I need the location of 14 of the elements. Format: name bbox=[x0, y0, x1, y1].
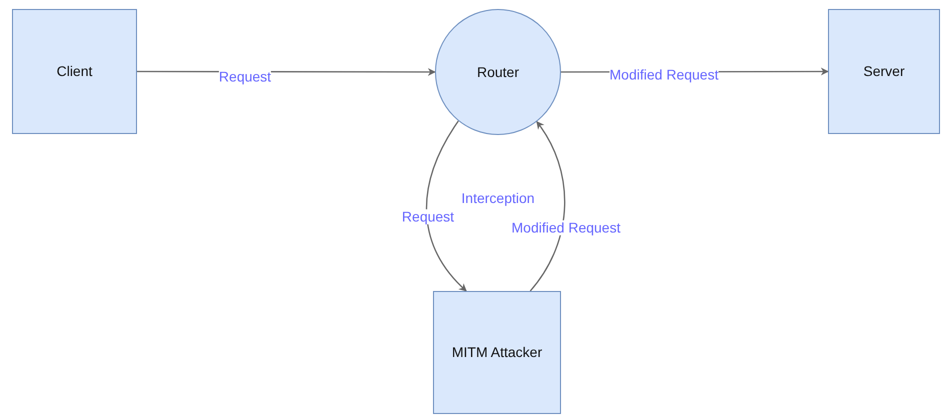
process-box bbox=[12, 9, 137, 134]
node-label: Router bbox=[476, 62, 520, 82]
node-label: Server bbox=[863, 62, 905, 81]
edge-label: Request bbox=[218, 69, 272, 85]
process-box bbox=[433, 291, 561, 414]
annotation-label: Interception bbox=[461, 190, 535, 206]
edge-label: Modified Request bbox=[610, 67, 718, 83]
arrow bbox=[426, 120, 467, 292]
edge-label: Modified Request bbox=[512, 220, 620, 236]
arrow bbox=[530, 121, 566, 292]
node-label: MITM Attacker bbox=[452, 343, 542, 362]
process-box bbox=[828, 9, 940, 134]
edge-label: Request bbox=[402, 209, 454, 225]
node-label: Client bbox=[56, 62, 92, 81]
